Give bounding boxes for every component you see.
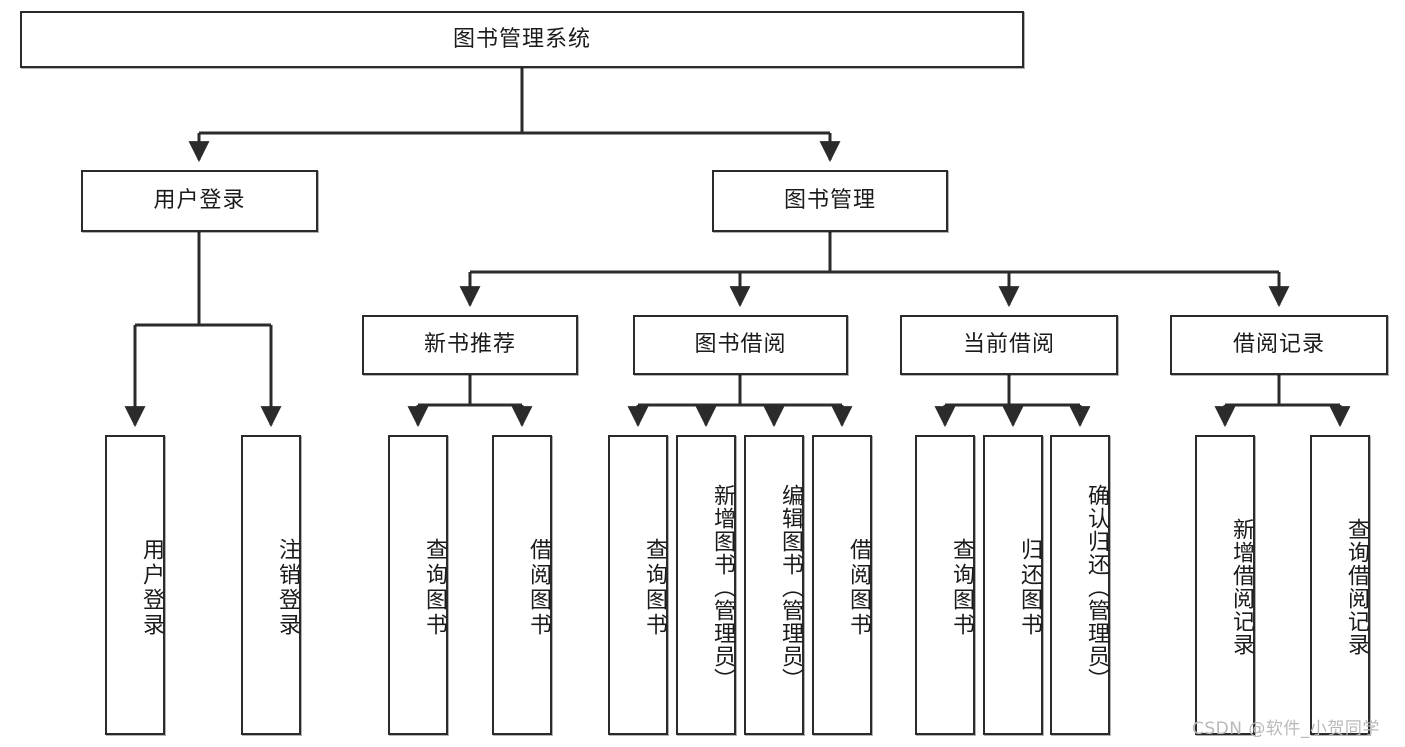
node-leaf-add-book-label: 新增图书（管理员） <box>710 483 735 691</box>
node-user-login-label: 用户登录 <box>153 188 246 213</box>
node-book-manage[interactable]: 图书管理 <box>712 170 948 232</box>
node-borrow-record[interactable]: 借阅记录 <box>1170 315 1388 375</box>
node-leaf-confirm-return-label: 确认归还（管理员） <box>1084 483 1109 691</box>
node-leaf-return-book[interactable]: 归还图书 <box>983 435 1043 735</box>
node-leaf-borrow-book-2-label: 借阅图书 <box>846 538 871 638</box>
node-leaf-borrow-book-2[interactable]: 借阅图书 <box>812 435 872 735</box>
node-leaf-query-book-1[interactable]: 查询图书 <box>388 435 448 735</box>
node-book-manage-label: 图书管理 <box>783 188 876 213</box>
node-leaf-query-book-2-label: 查询图书 <box>642 538 667 638</box>
node-leaf-borrow-book-1[interactable]: 借阅图书 <box>492 435 552 735</box>
node-leaf-user-logout-label: 注销登录 <box>275 538 300 638</box>
node-leaf-query-book-2[interactable]: 查询图书 <box>608 435 668 735</box>
node-current-borrow[interactable]: 当前借阅 <box>900 315 1118 375</box>
node-leaf-edit-book-label: 编辑图书（管理员） <box>778 483 803 691</box>
node-leaf-add-record-label: 新增借阅记录 <box>1229 518 1254 656</box>
node-leaf-query-book-3[interactable]: 查询图书 <box>915 435 975 735</box>
node-leaf-query-book-1-label: 查询图书 <box>422 538 447 638</box>
node-leaf-query-book-3-label: 查询图书 <box>949 538 974 638</box>
node-book-borrow-label: 图书借阅 <box>694 332 787 357</box>
node-leaf-user-login[interactable]: 用户登录 <box>105 435 165 735</box>
node-book-borrow[interactable]: 图书借阅 <box>633 315 848 375</box>
node-leaf-return-book-label: 归还图书 <box>1017 538 1042 638</box>
node-new-book-recommend-label: 新书推荐 <box>423 332 516 357</box>
node-leaf-user-logout[interactable]: 注销登录 <box>241 435 301 735</box>
node-borrow-record-label: 借阅记录 <box>1232 332 1325 357</box>
node-leaf-add-record[interactable]: 新增借阅记录 <box>1195 435 1255 735</box>
node-leaf-user-login-label: 用户登录 <box>139 538 164 638</box>
node-leaf-edit-book[interactable]: 编辑图书（管理员） <box>744 435 804 735</box>
node-user-login[interactable]: 用户登录 <box>81 170 318 232</box>
node-current-borrow-label: 当前借阅 <box>962 332 1055 357</box>
node-leaf-query-record[interactable]: 查询借阅记录 <box>1310 435 1370 735</box>
node-leaf-confirm-return[interactable]: 确认归还（管理员） <box>1050 435 1110 735</box>
node-leaf-borrow-book-1-label: 借阅图书 <box>526 538 551 638</box>
node-root-label: 图书管理系统 <box>452 26 591 52</box>
node-leaf-add-book[interactable]: 新增图书（管理员） <box>676 435 736 735</box>
node-leaf-query-record-label: 查询借阅记录 <box>1344 518 1369 656</box>
node-new-book-recommend[interactable]: 新书推荐 <box>362 315 578 375</box>
node-root[interactable]: 图书管理系统 <box>20 11 1024 68</box>
